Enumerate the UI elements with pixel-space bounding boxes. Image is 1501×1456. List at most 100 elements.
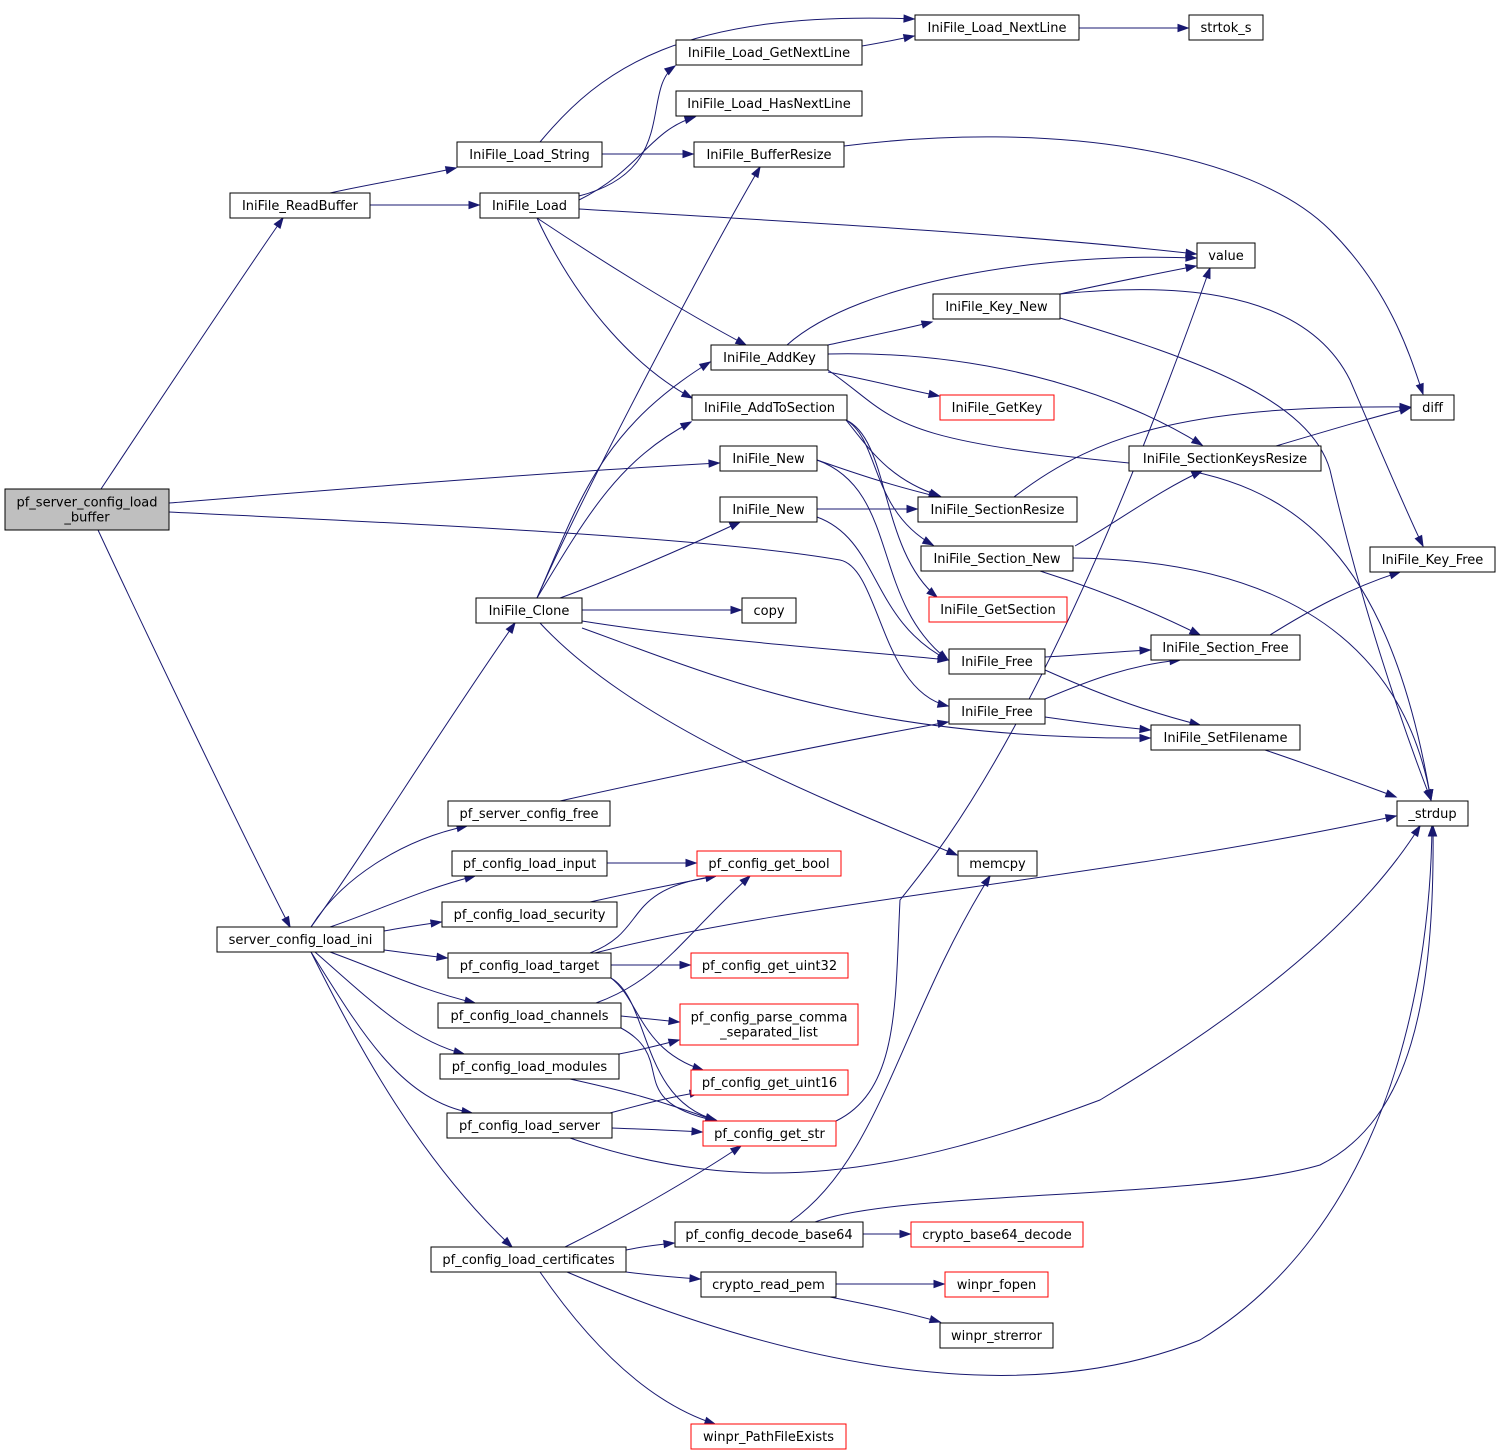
arrowhead (468, 200, 481, 210)
function-node-loadserver[interactable]: pf_config_load_server (446, 1112, 613, 1139)
function-node-getstr[interactable]: pf_config_get_str (702, 1120, 837, 1147)
arrowhead (1202, 266, 1211, 280)
call-edges (97, 14, 1438, 1425)
arrowhead (679, 421, 693, 431)
node-box (700, 1271, 837, 1298)
function-node-free1[interactable]: IniFile_Free (948, 648, 1046, 675)
function-node-nextline[interactable]: IniFile_Load_NextLine (914, 14, 1080, 41)
node-label: pf_config_load_security (454, 908, 606, 923)
edge-line (1044, 649, 1151, 658)
function-node-cryptobase64[interactable]: crypto_base64_decode (910, 1221, 1084, 1248)
function-node-readbuffer[interactable]: IniFile_ReadBuffer (229, 192, 371, 219)
function-node-bufferresize[interactable]: IniFile_BufferResize (693, 141, 845, 168)
node-label: IniFile_AddKey (723, 351, 816, 366)
edge-line (578, 208, 1197, 255)
function-node-sectionnew[interactable]: IniFile_Section_New (920, 545, 1074, 572)
function-node-addkey[interactable]: IniFile_AddKey (710, 344, 829, 371)
function-node-loadmodules[interactable]: pf_config_load_modules (439, 1053, 620, 1080)
arrowhead (680, 389, 694, 399)
node-box (674, 1221, 864, 1248)
function-node-copy[interactable]: copy (741, 597, 797, 624)
arrowhead (936, 699, 950, 708)
function-node-loadchannels[interactable]: pf_config_load_channels (437, 1002, 622, 1029)
function-node-hasnextline[interactable]: IniFile_Load_HasNextLine (675, 90, 863, 117)
function-node-loadtarget[interactable]: pf_config_load_target (447, 952, 612, 979)
edge-line (827, 371, 940, 397)
call-edge-sectionnew-to-sectionkeysresize (1074, 470, 1204, 547)
call-edge-clone-to-memcpy (539, 622, 959, 856)
edge-line (536, 217, 693, 399)
call-edge-loadini-to-loadsecurity (383, 919, 443, 932)
function-node-getbool[interactable]: pf_config_get_bool (696, 850, 842, 877)
edge-line (1269, 571, 1401, 636)
function-node-fopen[interactable]: winpr_fopen (944, 1271, 1049, 1298)
function-node-loadinput[interactable]: pf_config_load_input (451, 850, 608, 877)
function-node-keynew[interactable]: IniFile_Key_New (932, 293, 1061, 320)
edge-line (816, 459, 940, 498)
function-node-readpem[interactable]: crypto_read_pem (700, 1271, 837, 1298)
function-node-decodebase64[interactable]: pf_config_decode_base64 (674, 1221, 864, 1248)
node-label: IniFile_Load_String (469, 148, 589, 163)
function-node-loadsecurity[interactable]: pf_config_load_security (441, 901, 618, 928)
edge-line (1072, 557, 1432, 801)
edge-line (1074, 470, 1203, 547)
arrowhead (667, 1038, 681, 1047)
function-node-loadcerts[interactable]: pf_config_load_certificates (430, 1246, 627, 1273)
call-edge-readbuffer-to-loadstring (329, 166, 458, 194)
function-node-sectionkeysresize[interactable]: IniFile_SectionKeysResize (1128, 445, 1322, 472)
function-node-strerror[interactable]: winpr_strerror (939, 1322, 1054, 1349)
arrowhead (927, 389, 941, 399)
call-edge-addkey-to-strdup (827, 369, 1434, 802)
arrowhead (1190, 435, 1204, 446)
node-label: IniFile_Key_New (945, 300, 1048, 315)
function-node-new2[interactable]: IniFile_New (719, 496, 818, 523)
function-node-getuint32[interactable]: pf_config_get_uint32 (690, 952, 849, 979)
node-label: IniFile_Load_HasNextLine (687, 97, 851, 112)
node-label: pf_server_config_load (16, 496, 157, 511)
function-node-sectionfree[interactable]: IniFile_Section_Free (1150, 634, 1301, 661)
function-node-getkey[interactable]: IniFile_GetKey (939, 394, 1055, 421)
function-node-strdup[interactable]: _strdup (1396, 800, 1469, 827)
function-node-serverfree[interactable]: pf_server_config_free (447, 800, 611, 827)
function-node-keyfree[interactable]: IniFile_Key_Free (1369, 546, 1496, 573)
edge-line (816, 459, 949, 661)
arrowhead (899, 1229, 912, 1239)
function-node-diff[interactable]: diff (1410, 394, 1455, 421)
node-label: crypto_read_pem (712, 1278, 825, 1293)
call-edge-loadserver-to-getstr (611, 1127, 704, 1136)
call-edge-addkey-to-sectionkeysresize (827, 353, 1204, 446)
node-box (948, 698, 1046, 725)
edge-line (536, 217, 747, 346)
function-node-addtosection[interactable]: IniFile_AddToSection (691, 394, 848, 421)
function-node-memcpy[interactable]: memcpy (957, 850, 1038, 877)
edge-line (1275, 407, 1411, 447)
function-node-new1[interactable]: IniFile_New (719, 445, 818, 472)
function-node-getnextline[interactable]: IniFile_Load_GetNextLine (675, 39, 863, 66)
function-node-sectionresize[interactable]: IniFile_SectionResize (917, 496, 1078, 523)
function-node-value[interactable]: value (1196, 242, 1256, 269)
node-label: IniFile_Key_Free (1382, 553, 1484, 568)
edge-line (1264, 749, 1397, 798)
node-label: pf_config_load_target (460, 959, 599, 974)
function-node-load[interactable]: IniFile_Load (479, 192, 580, 219)
function-node-loadini[interactable]: server_config_load_ini (216, 926, 385, 953)
edge-line (789, 875, 991, 1223)
function-node-pathexists[interactable]: winpr_PathFileExists (690, 1423, 847, 1450)
node-box (4, 488, 170, 531)
edge-line (620, 1027, 717, 1122)
function-node-setfilename[interactable]: IniFile_SetFilename (1150, 724, 1301, 751)
function-node-parsecomma[interactable]: pf_config_parse_comma_separated_list (679, 1003, 859, 1046)
function-node-root[interactable]: pf_server_config_load_buffer (4, 488, 170, 531)
node-box (1150, 634, 1301, 661)
function-node-getsection[interactable]: IniFile_GetSection (928, 596, 1068, 623)
edge-line (539, 622, 958, 856)
edge-line (569, 1078, 717, 1122)
arrowhead (698, 361, 712, 372)
function-node-getuint16[interactable]: pf_config_get_uint16 (690, 1069, 849, 1096)
function-node-free2[interactable]: IniFile_Free (948, 698, 1046, 725)
function-node-clone[interactable]: IniFile_Clone (475, 597, 583, 624)
function-node-strtok[interactable]: strtok_s (1188, 14, 1264, 41)
call-edge-nextline-to-strtok (1079, 23, 1190, 33)
function-node-loadstring[interactable]: IniFile_Load_String (456, 141, 603, 168)
arrowhead (703, 1416, 717, 1425)
